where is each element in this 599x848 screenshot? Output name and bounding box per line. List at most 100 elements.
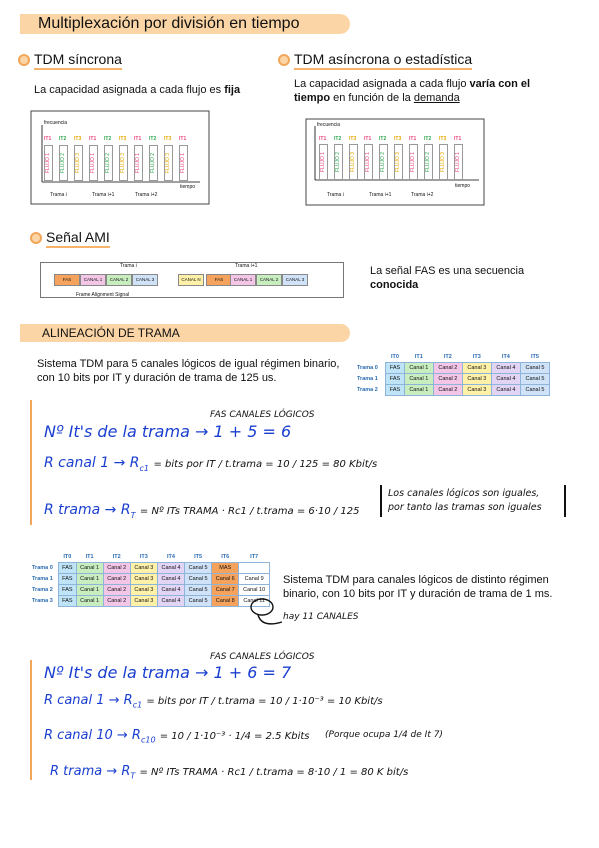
frame-label: Trama i [50, 192, 67, 198]
slot-label: IT1 [364, 136, 372, 142]
table-cell: Canal 5 [184, 562, 213, 574]
table-cell: Canal 2 [102, 584, 131, 596]
table-cell: Canal 3 [129, 595, 158, 607]
slot-label: IT3 [74, 136, 82, 142]
channel-cell: CANAL 3 [282, 274, 308, 286]
table-cell: Canal 2 [102, 573, 131, 585]
column-header: IT5 [194, 554, 203, 560]
ami-description: La señal FAS es una secuencia conocida [370, 265, 525, 291]
corner-cell [355, 352, 386, 363]
table-cell: FAS [385, 373, 405, 385]
slot-label: IT1 [44, 136, 52, 142]
hw-line: R trama → RT = Nº ITs TRAMA · Rc1 / t.tr… [50, 764, 409, 781]
async-description: La capacidad asignada a cada flujo varía… [294, 78, 531, 104]
column-header: IT5 [530, 354, 539, 360]
table-cell: Canal 4 [156, 573, 186, 585]
slot-label: IT1 [179, 136, 187, 142]
frame-label: Trama i+1 [369, 192, 392, 198]
slot-label: IT1 [134, 136, 142, 142]
slot-label: IT2 [424, 136, 432, 142]
flow-bar: FLUJO 2 [424, 144, 433, 180]
slot-label: IT3 [119, 136, 127, 142]
table-cell: Canal 1 [75, 562, 104, 574]
hw-arrow-icon [250, 598, 283, 625]
flow-bar: FLUJO 2 [104, 145, 113, 181]
frame-label: Trama i [120, 263, 137, 269]
slot-label: IT3 [439, 136, 447, 142]
async-diagram-svg [305, 118, 485, 206]
flow-bar: FLUJO 1 [179, 145, 188, 181]
ami-frame-box [40, 262, 344, 298]
table-cell: Canal 2 [432, 373, 463, 385]
table-cell: Canal 2 [102, 595, 131, 607]
table-cell: Canal 4 [156, 562, 186, 574]
margin-line [30, 660, 32, 780]
table-cell: FAS [58, 595, 77, 607]
section-heading: TDM asíncrona o estadística [294, 51, 473, 70]
column-header: IT0 [390, 354, 399, 360]
table-cell: Canal 5 [184, 584, 213, 596]
slot-label: IT2 [334, 136, 342, 142]
section-heading: TDM síncrona [34, 51, 122, 70]
hw-line: R canal 1 → Rc1 = bits por IT / t.trama … [44, 455, 378, 473]
bullet-icon [18, 54, 30, 67]
table-cell: Canal 1 [75, 584, 104, 596]
section-heading: Señal AMI [46, 229, 110, 248]
column-header: IT3 [472, 354, 481, 360]
channel-cell: CANAL 2 [106, 274, 132, 286]
page-title: Multiplexación por división en tiempo [20, 14, 350, 34]
table-cell: Canal 2 [102, 562, 131, 574]
table-cell: MAS [211, 562, 240, 574]
table-cell: FAS [58, 573, 77, 585]
flow-bar: FLUJO 2 [334, 144, 343, 180]
sync-description: La capacidad asignada a cada flujo es fi… [34, 84, 241, 96]
hw-line: Nº It's de la trama → 1 + 6 = 7 [44, 663, 292, 682]
bullet-icon [278, 54, 290, 67]
slot-label: IT1 [319, 136, 327, 142]
axis-label: frecuencia [317, 122, 341, 128]
column-header: IT0 [63, 554, 72, 560]
table-cell: Canal 8 [211, 595, 240, 607]
hw-top-labels: FAS CANALES LÓGICOS [210, 652, 315, 662]
row-label: Trama 0 [32, 565, 53, 571]
flow-bar: FLUJO 2 [149, 145, 158, 181]
column-header: IT7 [250, 554, 259, 560]
flow-bar: FLUJO 3 [394, 144, 403, 180]
flow-bar: FLUJO 3 [439, 144, 448, 180]
table-cell: Canal 1 [403, 362, 434, 374]
channel-cell: CANAL 1 [80, 274, 106, 286]
table-cell: Canal 6 [211, 573, 240, 585]
hw-note: Los canales lógicos son iguales, por tan… [380, 485, 566, 517]
table-cell: Canal 4 [490, 384, 521, 396]
table-cell: Canal 9 [238, 573, 270, 585]
frame-label: Trama i+2 [411, 192, 434, 198]
column-header: IT2 [443, 354, 452, 360]
example1-text: Sistema TDM para 5 canales lógicos de ig… [37, 358, 340, 384]
flow-bar: FLUJO 1 [454, 144, 463, 180]
section-ami: Señal AMI [30, 228, 110, 248]
table-cell: Canal 4 [490, 373, 521, 385]
table-cell: Canal 4 [156, 595, 186, 607]
table-cell: Canal 5 [184, 595, 213, 607]
example2-text: Sistema TDM para canales lógicos de dist… [283, 574, 553, 600]
slot-label: IT3 [349, 136, 357, 142]
slot-label: IT2 [149, 136, 157, 142]
hw-line: R canal 1 → Rc1 = bits por IT / t.trama … [44, 693, 383, 710]
table-cell: Canal 1 [75, 573, 104, 585]
time-label: tiempo [455, 183, 471, 189]
flow-bar: FLUJO 1 [134, 145, 143, 181]
slot-label: IT2 [59, 136, 67, 142]
hw-note: hay 11 CANALES [283, 612, 359, 622]
table-cell: Canal 2 [432, 384, 463, 396]
alignment-heading: ALINEACIÓN DE TRAMA [20, 324, 350, 342]
row-label: Trama 2 [357, 387, 378, 393]
